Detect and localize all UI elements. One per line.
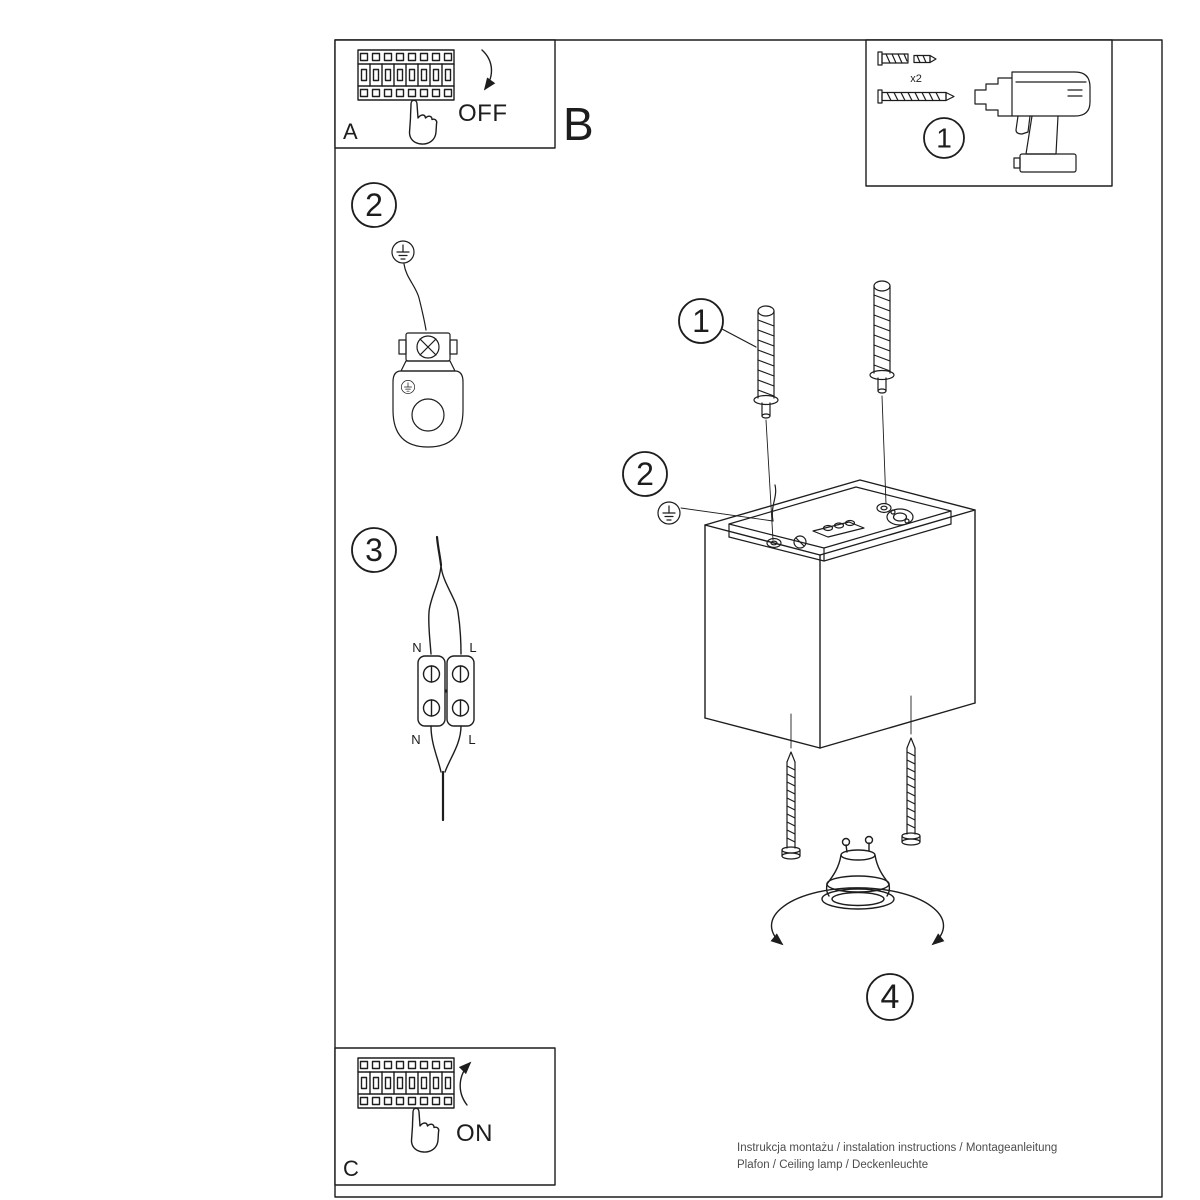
ground-symbol-icon <box>391 240 415 264</box>
step-3-badge: 3 <box>351 527 397 573</box>
step-1-number-tools: 1 <box>936 123 952 154</box>
line-label-top: L <box>469 640 476 655</box>
panel-letter-c: C <box>343 1156 359 1181</box>
step-2-badge: 2 <box>351 182 397 228</box>
step-2-left: 2 <box>351 182 464 448</box>
gu10-bulb <box>821 835 895 910</box>
step-4-number: 4 <box>881 978 900 1016</box>
panel-tools-border <box>865 39 1113 187</box>
rotation-arrow <box>770 887 945 946</box>
step-2-badge-circle <box>351 182 397 228</box>
panel-tools: x2 1 <box>865 39 1113 187</box>
panel-breaker-on: ON C <box>334 1047 556 1186</box>
lamp-interior <box>766 484 914 549</box>
neutral-label-bottom: N <box>411 732 420 747</box>
step-2-assembly-circle <box>622 451 668 497</box>
section-b-label: B <box>563 98 594 150</box>
screw-guide-line-left <box>765 419 774 541</box>
panel-breaker-on-border <box>334 1047 556 1186</box>
wall-plug-long-icon <box>877 89 955 104</box>
ground-symbol-assembly-icon <box>657 501 681 525</box>
step-2-number: 2 <box>365 187 383 223</box>
step-1-badge-assembly: 1 <box>678 298 724 344</box>
earth-wire <box>403 263 427 331</box>
panel-letter-a: A <box>343 119 358 144</box>
line-label-bottom: L <box>468 732 475 747</box>
off-label: OFF <box>458 100 508 127</box>
step-1-assembly-circle <box>678 298 724 344</box>
panel-breaker-off: OFF A <box>334 39 556 149</box>
earth-terminal <box>398 332 458 362</box>
step-2-number-assembly: 2 <box>636 456 654 492</box>
interior-screw-head <box>793 535 807 549</box>
step-1-badge-circle <box>923 117 965 159</box>
mains-cable-top <box>428 535 462 655</box>
interior-terminal-block <box>812 519 865 538</box>
expansion-screw-right <box>869 280 895 394</box>
drill-icon <box>974 71 1091 173</box>
neutral-label-top: N <box>412 640 421 655</box>
expansion-screw-left <box>753 305 779 419</box>
switch-on-arrow-icon <box>458 1061 472 1106</box>
wall-plug-icon <box>877 51 937 66</box>
mounting-screw-right <box>901 737 921 846</box>
lamp-body <box>704 479 976 749</box>
step-3-number: 3 <box>365 532 383 568</box>
assembly-diagram: 1 2 <box>622 280 976 1021</box>
mounting-bracket <box>392 360 464 448</box>
screw-guide-line-right <box>881 395 887 505</box>
footer: Instrukcja montażu / instalation instruc… <box>737 1142 1057 1171</box>
mounting-screw-left <box>781 751 801 860</box>
switch-off-arrow-icon <box>481 49 496 91</box>
footer-line-1: Instrukcja montażu / instalation instruc… <box>737 1142 1057 1154</box>
interior-earth-wire <box>771 484 777 522</box>
step-1-number-assembly: 1 <box>692 303 710 339</box>
mains-cable-bottom <box>430 725 462 822</box>
sheet-frame <box>334 39 1163 1198</box>
terminal-block <box>417 655 475 727</box>
footer-line-2: Plafon / Ceiling lamp / Deckenleuchte <box>737 1159 928 1171</box>
step-3-badge-circle <box>351 527 397 573</box>
step-4-badge-circle <box>866 973 914 1021</box>
step-4-badge: 4 <box>866 973 914 1021</box>
step-3-left: 3 N L N L <box>351 527 477 822</box>
ground-leader-line <box>680 507 774 522</box>
anchor-count-label: x2 <box>910 73 922 85</box>
step-1-badge-tools: 1 <box>923 117 965 159</box>
on-label: ON <box>456 1120 493 1147</box>
step-1-leader-line <box>721 328 757 348</box>
step-2-badge-assembly: 2 <box>622 451 668 497</box>
gu10-socket-icon <box>886 508 914 526</box>
